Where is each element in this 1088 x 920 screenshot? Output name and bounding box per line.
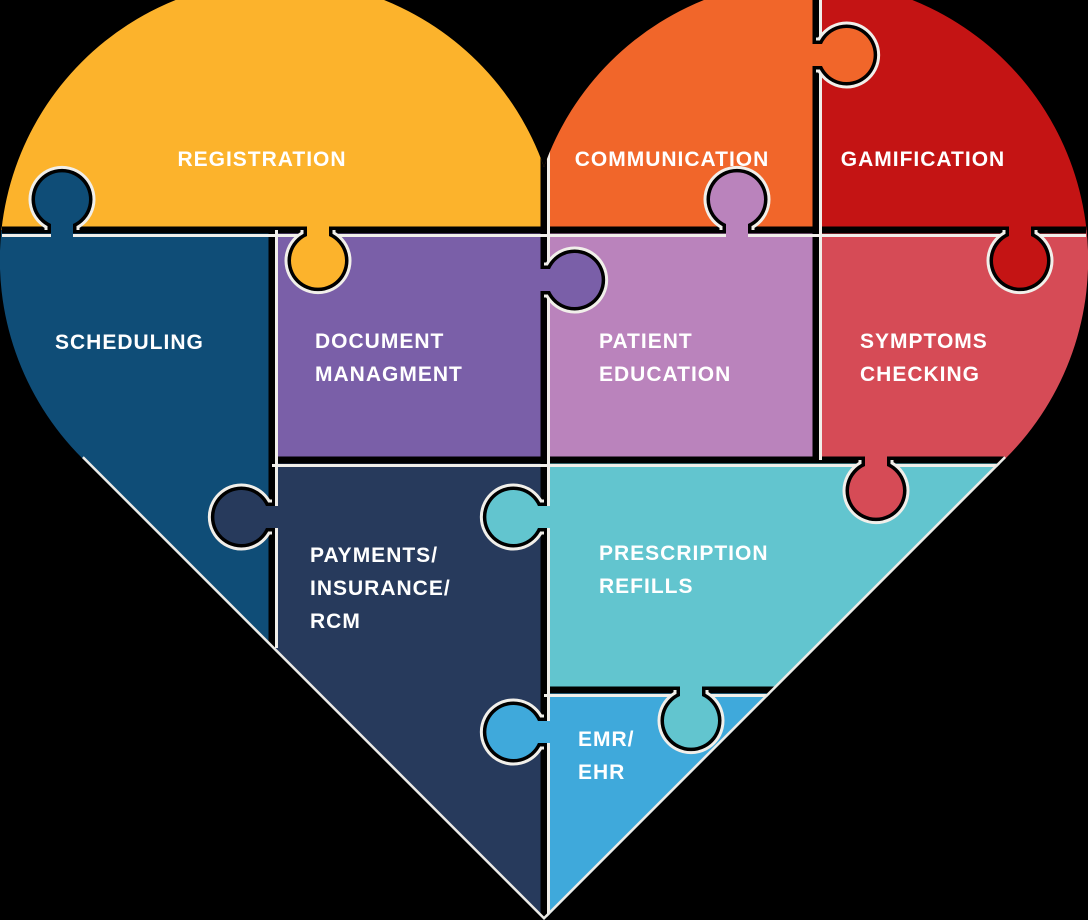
knob-fill [807, 27, 874, 82]
knob-registration-document [284, 221, 352, 295]
label-payments-line2: INSURANCE/ [310, 577, 451, 600]
knob-fill [486, 490, 553, 544]
knob-fill [664, 681, 718, 748]
knob-symptoms-prescription [842, 451, 910, 525]
label-gamification: GAMIFICATION [841, 148, 1005, 171]
knob-emr-payments [479, 698, 553, 766]
knob-fill [710, 172, 764, 239]
label-patient-education-line1: PATIENT [599, 330, 693, 353]
knob-fill [291, 221, 346, 288]
label-emr-ehr-line2: EHR [578, 761, 625, 784]
knob-fill [214, 490, 281, 544]
knob-patient-education-communication [703, 165, 771, 239]
label-symptoms-checking-line1: SYMPTOMS [860, 330, 988, 353]
knob-scheduling-registration [28, 165, 96, 239]
knob-payments-scheduling [207, 483, 281, 551]
label-payments-line3: RCM [310, 610, 361, 633]
label-document-management-line2: MANAGMENT [315, 363, 463, 386]
label-scheduling: SCHEDULING [55, 331, 204, 354]
label-document-management-line1: DOCUMENT [315, 330, 444, 353]
label-prescription-refills-line2: REFILLS [599, 575, 694, 598]
knob-prescription-payments [479, 483, 553, 551]
knob-fill [849, 451, 903, 518]
knob-fill [993, 221, 1047, 288]
label-patient-education-line2: EDUCATION [599, 363, 731, 386]
heart-outline-highlight [80, 456, 1008, 920]
knob-gamification-symptoms [986, 221, 1054, 295]
knob-prescription-emr [657, 681, 725, 755]
label-symptoms-checking-line2: CHECKING [860, 363, 980, 386]
knob-fill [486, 705, 553, 759]
knob-communication-gamification [807, 21, 881, 89]
knob-fill [535, 253, 602, 307]
label-emr-ehr-line1: EMR/ [578, 728, 635, 751]
label-payments-line1: PAYMENTS/ [310, 544, 438, 567]
label-prescription-refills-line1: PRESCRIPTION [599, 542, 769, 565]
label-registration: REGISTRATION [177, 148, 346, 171]
knob-fill [35, 172, 89, 239]
knob-document-patient-education [535, 246, 609, 314]
label-communication: COMMUNICATION [575, 148, 770, 171]
